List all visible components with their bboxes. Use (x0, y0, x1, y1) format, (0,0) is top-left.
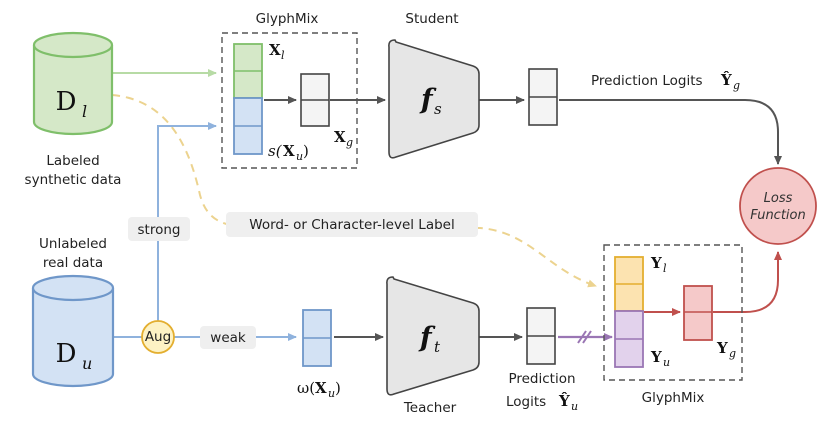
yl-column (614, 256, 644, 312)
unlabeled-data-cylinder: D u (31, 274, 115, 388)
arrow-logits-to-loss (559, 99, 782, 165)
bottom-logits-box (526, 307, 556, 365)
pred-top-label: Prediction Logits Ŷ g (591, 71, 740, 92)
glyphmix-bottom-box (603, 244, 743, 381)
unlabeled-label-line1: Unlabeled (39, 236, 107, 252)
arrow-strong (157, 122, 217, 322)
svg-text:Logits: Logits (506, 394, 546, 410)
arrow-label-dashed (111, 94, 597, 288)
svg-text:u: u (571, 400, 578, 413)
dl-symbol: D (56, 87, 77, 117)
svg-text:Prediction Logits: Prediction Logits (591, 73, 703, 89)
svg-text:ω(: ω( (297, 379, 315, 397)
word-label-text: Word- or Character-level Label (249, 217, 454, 233)
yu-column (614, 310, 644, 368)
dl-subscript: l (82, 102, 87, 121)
yg-box (683, 285, 713, 341)
loss-line2: Function (750, 208, 805, 223)
weak-chip: weak (200, 326, 256, 349)
omega-xu-label: ω( X u ) (297, 379, 341, 400)
student-title: Student (405, 11, 458, 27)
sxu-label: s( X u ) (268, 142, 309, 163)
loss-function-node: Loss Function (739, 167, 817, 245)
svg-text:X: X (283, 142, 295, 160)
omega-xu-box (302, 309, 332, 367)
glyphmix-bottom-title: GlyphMix (642, 390, 705, 406)
unlabeled-label-line2: real data (43, 255, 103, 271)
svg-text:u: u (296, 150, 303, 163)
yg-symbol: Y (716, 339, 728, 357)
labeled-data-cylinder: D l (32, 31, 114, 136)
aug-label: Aug (145, 329, 171, 345)
yl-symbol: Y (650, 254, 662, 272)
aug-node: Aug (141, 320, 175, 354)
xg-subscript: g (346, 136, 353, 149)
svg-text:): ) (335, 379, 341, 397)
xg-symbol: X (334, 128, 346, 146)
top-logits-box (528, 68, 558, 126)
student-network: f s (388, 39, 480, 159)
ft-symbol: f (418, 322, 436, 353)
svg-text:g: g (733, 79, 740, 92)
loss-line1: Loss (764, 191, 793, 206)
svg-text:Ŷ: Ŷ (558, 392, 570, 410)
xl-subscript: l (281, 49, 285, 62)
teacher-title: Teacher (403, 400, 457, 416)
pred-bottom-line2: Logits Ŷ u (506, 392, 578, 413)
du-subscript: u (82, 354, 92, 373)
pred-bottom-line1: Prediction (508, 371, 575, 387)
du-symbol: D (56, 339, 77, 369)
xg-box (300, 73, 330, 127)
word-label-chip: Word- or Character-level Label (226, 212, 478, 237)
su-column (233, 97, 263, 155)
svg-text:Ŷ: Ŷ (720, 71, 732, 89)
ft-subscript: t (434, 338, 441, 356)
fs-symbol: f (419, 84, 437, 115)
labeled-label-line1: Labeled (46, 153, 99, 169)
svg-text:s(: s( (268, 142, 283, 160)
glyphmix-top-box (221, 32, 358, 169)
yl-subscript: l (663, 262, 667, 275)
yu-symbol: Y (650, 348, 662, 366)
svg-text:): ) (303, 142, 309, 160)
labeled-label-line2: synthetic data (25, 172, 122, 188)
strong-chip: strong (128, 217, 190, 241)
svg-text:u: u (328, 387, 335, 400)
glyphmix-top-title: GlyphMix (256, 11, 319, 27)
arrow-yg-to-loss (713, 251, 782, 313)
weak-label: weak (210, 330, 246, 346)
fs-subscript: s (434, 100, 442, 118)
xl-symbol: X (269, 41, 281, 59)
yu-subscript: u (663, 356, 670, 369)
strong-label: strong (138, 222, 181, 238)
teacher-network: f t (386, 276, 480, 396)
stop-gradient-icon (577, 330, 592, 344)
yg-subscript: g (729, 347, 736, 360)
svg-text:X: X (315, 379, 327, 397)
xl-column (233, 43, 263, 99)
